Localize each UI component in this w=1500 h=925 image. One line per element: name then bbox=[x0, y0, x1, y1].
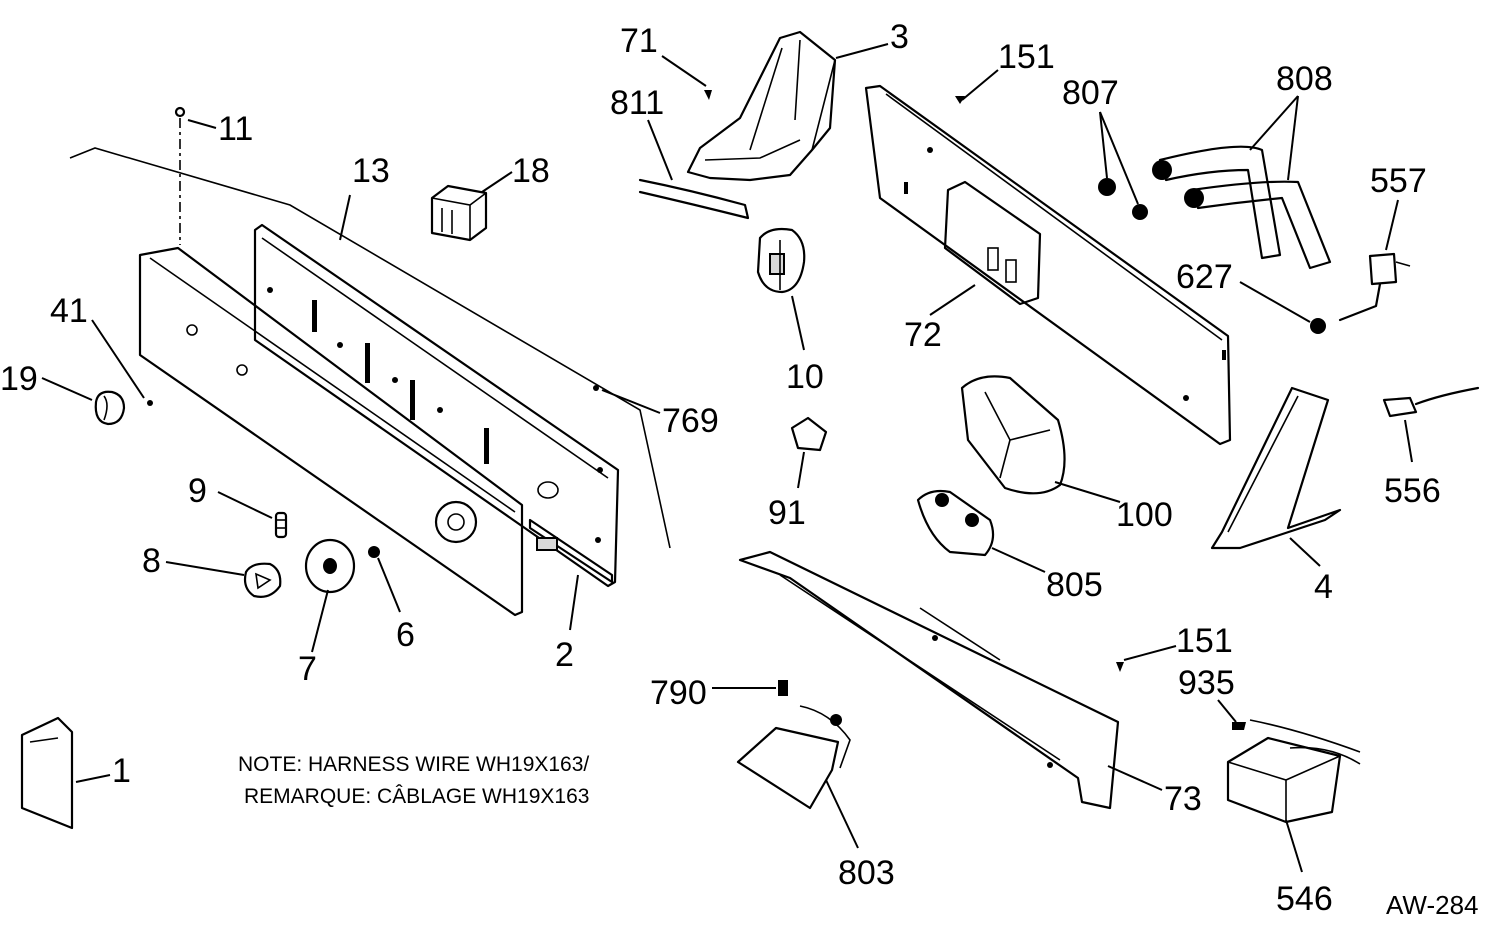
part-627-plug bbox=[1310, 318, 1326, 334]
callout-151-bottom: 151 bbox=[1176, 622, 1233, 660]
leader-lines bbox=[41, 43, 1413, 873]
callout-935: 935 bbox=[1178, 664, 1235, 702]
callout-808: 808 bbox=[1276, 60, 1333, 98]
callout-557: 557 bbox=[1370, 162, 1427, 200]
part-13-control-panel-backsplash bbox=[69, 147, 671, 588]
part-100-timer bbox=[960, 375, 1066, 495]
callout-10: 10 bbox=[786, 358, 824, 396]
callout-1: 1 bbox=[112, 752, 131, 790]
part-805-water-valve bbox=[916, 489, 995, 557]
part-803-inlet-housing bbox=[736, 705, 851, 810]
part-18-relay bbox=[430, 184, 488, 242]
callout-13: 13 bbox=[352, 152, 390, 190]
callout-2: 2 bbox=[555, 636, 574, 674]
callout-72: 72 bbox=[904, 316, 942, 354]
drawing-code: AW-284 bbox=[1386, 890, 1479, 920]
harness-note-line-2: REMARQUE: CÂBLAGE WH19X163 bbox=[244, 785, 589, 808]
callout-790: 790 bbox=[650, 674, 707, 712]
callout-91: 91 bbox=[768, 494, 806, 532]
callout-9: 9 bbox=[188, 472, 207, 510]
part-546-terminal-block bbox=[1226, 719, 1361, 824]
part-1-literature-envelope bbox=[20, 716, 74, 830]
callout-3: 3 bbox=[890, 18, 909, 56]
part-2-bracket bbox=[528, 518, 614, 584]
callout-19: 19 bbox=[0, 360, 38, 398]
part-8-knob bbox=[243, 562, 282, 598]
callout-6: 6 bbox=[396, 616, 415, 654]
callout-556: 556 bbox=[1384, 472, 1441, 510]
callout-7: 7 bbox=[298, 650, 317, 688]
part-front-console-panel bbox=[138, 246, 524, 617]
part-73-lower-bracket bbox=[738, 550, 1120, 810]
part-41-clip bbox=[147, 400, 153, 406]
part-556-cord bbox=[1382, 386, 1480, 418]
callout-4: 4 bbox=[1314, 568, 1333, 606]
part-19-knob bbox=[94, 390, 126, 426]
harness-note-line-1: NOTE: HARNESS WIRE WH19X163/ bbox=[238, 753, 589, 776]
callout-807: 807 bbox=[1062, 74, 1119, 112]
part-3-end-cap-bracket bbox=[686, 30, 837, 182]
callout-805: 805 bbox=[1046, 566, 1103, 604]
part-151-screw-top bbox=[955, 96, 965, 104]
part-935-terminal bbox=[1232, 722, 1246, 730]
part-10-pressure-switch bbox=[756, 227, 806, 294]
part-91-switch bbox=[790, 416, 828, 452]
part-808-fill-hoses bbox=[1152, 145, 1332, 270]
part-6-nut bbox=[368, 546, 380, 558]
part-9-spring bbox=[274, 511, 288, 539]
callout-546: 546 bbox=[1276, 880, 1333, 918]
callout-71: 71 bbox=[620, 22, 658, 60]
part-790-clip bbox=[778, 680, 788, 696]
part-71-screw bbox=[704, 90, 712, 100]
part-72-rear-panel bbox=[864, 84, 1232, 446]
part-807-washers bbox=[1098, 178, 1148, 220]
part-557-thermistor bbox=[1338, 252, 1411, 322]
part-4-leg bbox=[1210, 386, 1342, 550]
callout-769: 769 bbox=[662, 402, 719, 440]
part-7-dial bbox=[304, 538, 356, 594]
part-769-clip bbox=[593, 385, 599, 391]
callout-11: 11 bbox=[218, 110, 253, 148]
part-811-harness bbox=[638, 178, 750, 220]
callout-8: 8 bbox=[142, 542, 161, 580]
callout-811: 811 bbox=[610, 84, 664, 122]
part-151-screw-bottom bbox=[1116, 662, 1124, 672]
callout-18: 18 bbox=[512, 152, 550, 190]
callout-100: 100 bbox=[1116, 496, 1173, 534]
part-11-screw bbox=[174, 106, 186, 245]
callout-151-top: 151 bbox=[998, 38, 1055, 76]
callout-73: 73 bbox=[1164, 780, 1202, 818]
callout-803: 803 bbox=[838, 854, 895, 892]
callout-627: 627 bbox=[1176, 258, 1233, 296]
callout-41: 41 bbox=[50, 292, 88, 330]
